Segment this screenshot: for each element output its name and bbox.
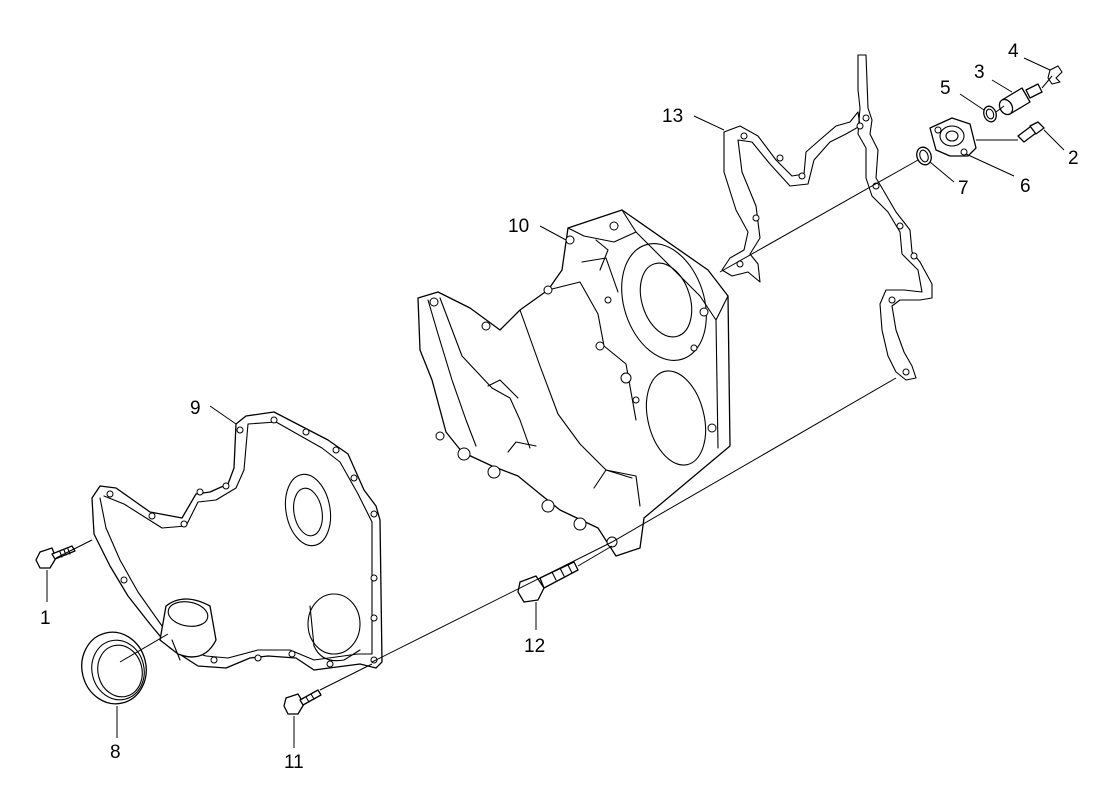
callout-2: 2 [1068, 148, 1079, 169]
callout-1: 1 [40, 608, 51, 629]
part-11-bolt [283, 689, 322, 715]
part-8-seal [81, 631, 147, 705]
part-5-o-ring [983, 105, 997, 123]
part-9-gear-cover [91, 411, 383, 671]
assembly-lines [55, 75, 1053, 691]
callout-5: 5 [940, 78, 951, 99]
callout-leaders [46, 57, 1065, 748]
part-2-bolt [1017, 121, 1045, 143]
callout-labels: 1 2 3 4 5 6 7 8 9 10 11 12 13 [40, 41, 1079, 773]
callout-3: 3 [974, 62, 985, 83]
callout-11: 11 [284, 752, 304, 773]
callout-13: 13 [662, 106, 683, 127]
part-7-o-ring [916, 146, 932, 166]
callout-9: 9 [190, 398, 201, 419]
callout-4: 4 [1008, 41, 1019, 62]
callout-8: 8 [110, 742, 121, 763]
callout-6: 6 [1020, 176, 1031, 197]
part-1-bolt [35, 545, 76, 569]
part-13-gasket [721, 54, 933, 381]
callout-10: 10 [508, 216, 529, 237]
part-6-flange [929, 117, 977, 157]
part-4-clip [1047, 65, 1063, 85]
part-10-housing [417, 209, 731, 557]
callout-12: 12 [524, 636, 545, 657]
part-12-bolt [517, 561, 579, 603]
callout-7: 7 [958, 178, 969, 199]
part-3-sensor [998, 83, 1043, 116]
